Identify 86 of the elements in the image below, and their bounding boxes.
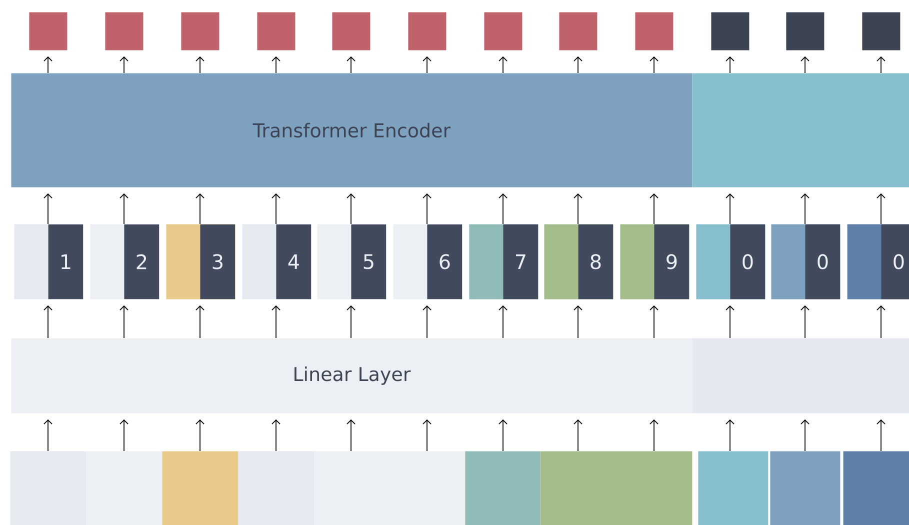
- token: 7: [469, 224, 538, 300]
- arrow: [498, 305, 508, 338]
- arrow: [726, 193, 734, 224]
- token: 4: [242, 224, 312, 300]
- arrow: [876, 193, 886, 224]
- square: [635, 12, 674, 50]
- arrow: [650, 419, 658, 452]
- arrow: [346, 56, 356, 74]
- input-patch: [314, 451, 466, 525]
- token: 3: [166, 224, 236, 300]
- square: [711, 12, 750, 50]
- encoder-block: [692, 73, 909, 188]
- input-patch: [238, 451, 314, 525]
- arrow: [498, 56, 508, 74]
- square: [484, 12, 522, 50]
- encoder-block: Transformer Encoder: [11, 73, 692, 188]
- arrow: [800, 56, 810, 74]
- square: [408, 12, 446, 50]
- arrow: [346, 305, 356, 338]
- arrow: [726, 56, 734, 74]
- token: 0: [771, 224, 840, 300]
- arrow: [726, 305, 734, 338]
- token: 0: [696, 224, 766, 300]
- arrow: [800, 305, 810, 338]
- arrow: [44, 305, 52, 338]
- arrow: [726, 419, 734, 452]
- arrow: [272, 193, 280, 224]
- input-patch: [698, 451, 768, 525]
- input-patch: [843, 451, 909, 525]
- square: [332, 12, 370, 50]
- arrow: [876, 419, 886, 452]
- arrow: [196, 56, 204, 74]
- arrow: [44, 419, 52, 452]
- arrow: [120, 193, 128, 224]
- arrow: [422, 419, 432, 452]
- square: [862, 12, 900, 50]
- input-patch: [770, 451, 840, 525]
- arrow: [800, 193, 810, 224]
- arrow: [196, 305, 204, 338]
- token: 9: [620, 224, 690, 300]
- token: 2: [90, 224, 160, 300]
- arrow: [650, 193, 658, 224]
- arrow: [346, 419, 356, 452]
- token: 1: [14, 224, 84, 300]
- arrow: [498, 193, 508, 224]
- square: [559, 12, 598, 50]
- arrow: [650, 56, 658, 74]
- arrow: [574, 419, 582, 452]
- arrow: [876, 305, 886, 338]
- arrow: [422, 56, 432, 74]
- arrow: [346, 193, 356, 224]
- arrow: [574, 193, 582, 224]
- input-patch: [86, 451, 162, 525]
- arrow: [272, 419, 280, 452]
- arrow: [44, 193, 52, 224]
- arrow: [196, 419, 204, 452]
- arrow: [272, 56, 280, 74]
- token: 5: [317, 224, 386, 300]
- input-patch: [162, 451, 238, 525]
- square: [786, 12, 824, 50]
- token: 8: [544, 224, 614, 300]
- linear-layer-block: Linear Layer: [11, 338, 692, 414]
- arrow: [876, 56, 886, 74]
- arrow: [272, 305, 280, 338]
- arrow: [498, 419, 508, 452]
- input-patch: [465, 451, 540, 525]
- square: [181, 12, 220, 50]
- token: 0: [847, 224, 909, 300]
- arrow: [44, 56, 52, 74]
- arrow: [422, 193, 432, 224]
- arrow: [574, 56, 582, 74]
- square: [257, 12, 296, 50]
- square: [105, 12, 144, 50]
- arrow: [422, 305, 432, 338]
- arrow: [120, 305, 128, 338]
- arrow: [574, 305, 582, 338]
- arrow: [196, 193, 204, 224]
- arrow: [800, 419, 810, 452]
- arrow: [120, 419, 128, 452]
- arrow: [650, 305, 658, 338]
- linear-layer-block: [692, 338, 909, 414]
- token: 6: [393, 224, 462, 300]
- input-patch: [540, 451, 692, 525]
- input-patch: [10, 451, 86, 525]
- arrow: [120, 56, 128, 74]
- square: [29, 12, 68, 50]
